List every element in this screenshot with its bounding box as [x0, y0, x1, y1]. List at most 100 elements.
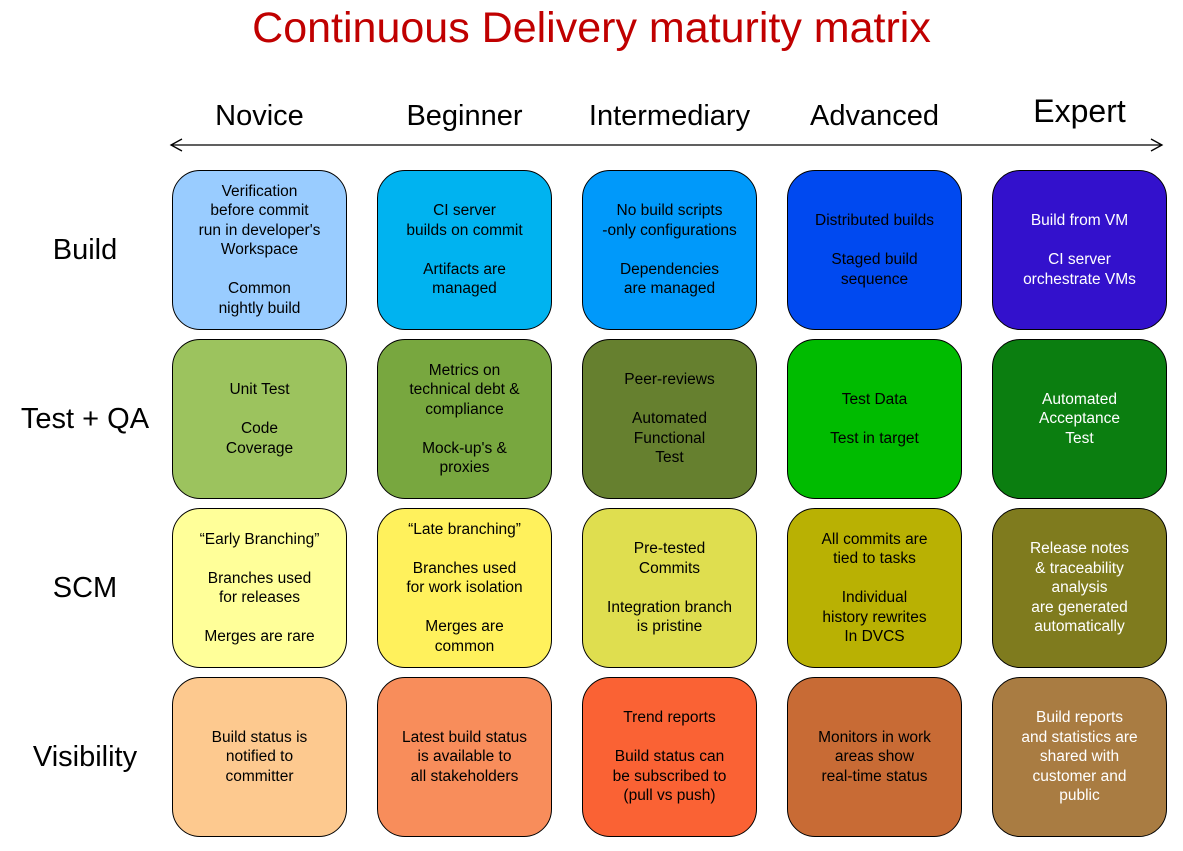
matrix-cell-scm-advanced: All commits are tied to tasks Individual h…	[787, 508, 962, 668]
cell-line: Test	[655, 449, 684, 467]
cell-line: managed	[432, 280, 497, 298]
cell-line: Build status is	[211, 728, 308, 746]
cell-line: Acceptance	[1039, 410, 1120, 428]
cell-line	[462, 240, 466, 260]
cell-line	[872, 231, 876, 251]
cell-line: Automated	[1042, 390, 1117, 408]
cell-line	[667, 578, 671, 598]
cell-line: Unit Test	[229, 381, 290, 398]
maturity-axis-arrow	[169, 138, 1164, 152]
matrix-cell-build-expert: Build from VM CI server orchestrate VMs	[992, 170, 1167, 330]
cell-line: Test Data	[841, 390, 908, 408]
cell-line	[667, 728, 671, 748]
cell-line	[1077, 231, 1081, 251]
cell-line: Individual	[841, 589, 908, 606]
cell-line: Coverage	[225, 439, 294, 457]
cell-line: Staged build	[831, 251, 918, 268]
cell-line	[257, 260, 261, 280]
cell-line: areas show	[834, 748, 915, 766]
cell-line: notified to	[225, 748, 294, 766]
cell-line	[257, 549, 261, 569]
cell-line: analysis	[1051, 579, 1108, 597]
row-label-test-qa: Test + QA	[20, 403, 150, 435]
column-header-advanced: Advanced	[810, 100, 939, 132]
cell-line	[462, 598, 466, 618]
cell-line	[257, 608, 261, 628]
cell-line: orchestrate VMs	[1023, 270, 1136, 288]
cell-line	[462, 419, 466, 439]
cell-line: CI server	[433, 202, 496, 220]
cell-line: Build from VM	[1030, 212, 1129, 229]
cell-line: Test	[1065, 429, 1094, 447]
cell-line: for work isolation	[406, 579, 523, 597]
cell-line: public	[1059, 787, 1100, 805]
cell-line: real-time status	[821, 767, 928, 785]
cell-line	[667, 240, 671, 260]
cell-line	[257, 400, 261, 420]
cell-line: proxies	[439, 459, 490, 476]
page-title: Continuous Delivery maturity matrix	[252, 4, 931, 52]
cell-line: history rewrites	[822, 608, 927, 626]
cell-line: Branches used	[207, 569, 312, 587]
column-header-expert: Expert	[1033, 93, 1126, 129]
cell-line: Merges are rare	[204, 628, 315, 645]
cell-line	[462, 539, 466, 559]
cell-line: run in developer's	[198, 221, 321, 239]
cell-line: Branches used	[412, 559, 517, 577]
cell-line: common	[434, 637, 495, 655]
cell-line: Metrics on	[428, 361, 501, 379]
cell-line: & traceability	[1035, 559, 1124, 577]
cell-line: Test in target	[830, 429, 919, 447]
cell-line: nightly build	[218, 299, 301, 317]
cell-line: (pull vs push)	[623, 787, 716, 805]
cell-line: before commit	[210, 202, 309, 220]
cell-line: technical debt &	[409, 381, 520, 398]
cell-line: Automated	[632, 410, 707, 428]
cell-line: Pre-tested	[633, 540, 706, 558]
cell-line: automatically	[1034, 618, 1125, 636]
cell-line: are generated	[1031, 598, 1128, 616]
cell-line: All commits are	[821, 530, 928, 548]
cell-line	[872, 569, 876, 589]
row-label-build: Build	[52, 234, 118, 266]
cell-line: be subscribed to	[612, 767, 727, 785]
cell-line: and statistics are	[1021, 728, 1138, 746]
cell-line: Common	[228, 280, 291, 298]
cell-line: for releases	[219, 589, 300, 606]
cell-line: is pristine	[636, 618, 703, 636]
cell-line: Artifacts are	[423, 260, 506, 278]
cell-line: Build status can	[614, 748, 725, 766]
matrix-cell-test-qa-advanced: Test Data Test in target	[787, 339, 962, 499]
cell-line: is available to	[417, 748, 512, 766]
cell-line: Trend reports	[623, 709, 716, 727]
cell-line: “Late branching”	[408, 520, 521, 538]
column-header-beginner: Beginner	[406, 100, 523, 132]
cell-line: -only configurations	[602, 221, 737, 239]
cell-line: Monitors in work	[818, 728, 931, 746]
cell-line: CI server	[1048, 251, 1111, 268]
cell-line: committer	[225, 767, 294, 785]
cell-line: Commits	[638, 559, 701, 577]
column-header-intermediary: Intermediary	[588, 100, 751, 132]
cell-line: tied to tasks	[833, 550, 916, 567]
cell-line: shared with	[1039, 748, 1120, 766]
cell-line: Peer-reviews	[624, 371, 715, 389]
cell-line: Functional	[633, 429, 706, 447]
cell-line: customer and	[1032, 767, 1127, 785]
cell-line: Mock-up's &	[422, 439, 507, 457]
column-header-novice: Novice	[215, 100, 304, 132]
